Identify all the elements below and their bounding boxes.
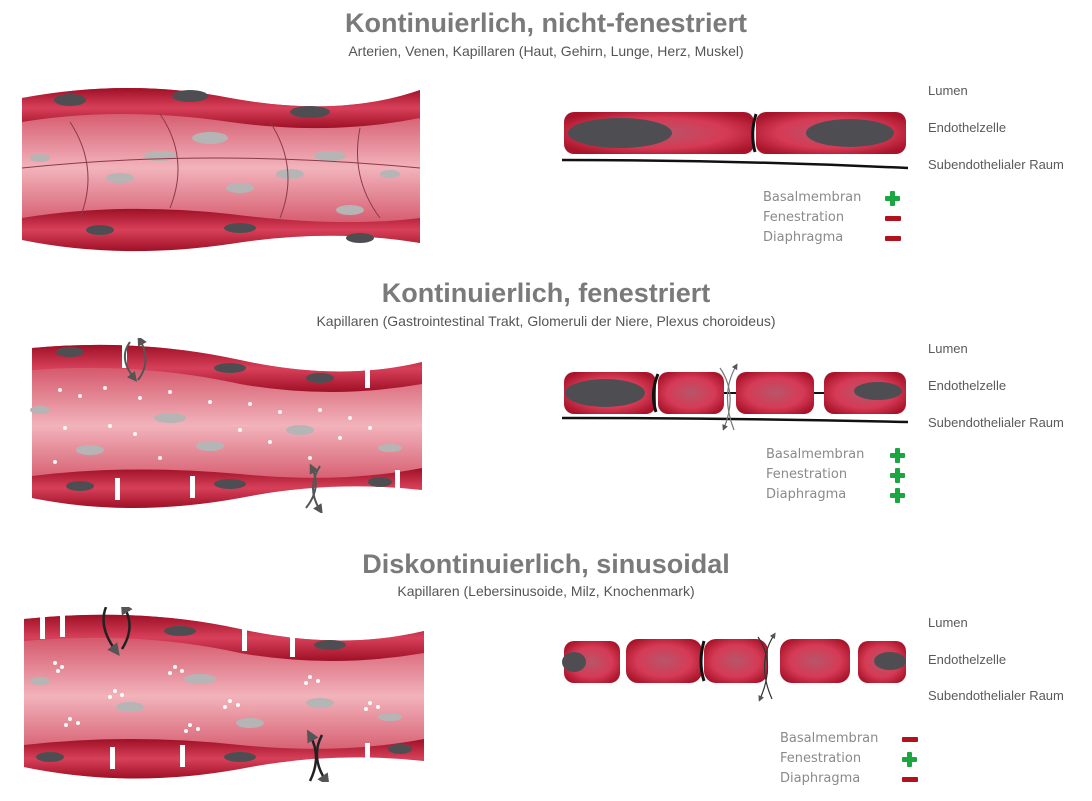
legend-row-fenestration: Fenestration <box>780 749 900 769</box>
section-title: Diskontinuierlich, sinusoidal <box>0 549 1092 580</box>
vessel-illustration <box>10 607 430 782</box>
minus-icon <box>902 732 916 746</box>
feature-legend: Basalmembran Fenestration Diaphragma <box>763 188 883 248</box>
section-title: Kontinuierlich, nicht-fenestriert <box>0 8 1092 39</box>
legend-row-diaphragm: Diaphragma <box>763 228 883 248</box>
minus-icon <box>885 231 899 245</box>
section-continuous-fenestrated: Kontinuierlich, fenestriert Kapillaren (… <box>0 270 1092 540</box>
section-discontinuous-sinusoidal: Diskontinuierlich, sinusoidal Kapillaren… <box>0 545 1092 801</box>
legend-row-fenestration: Fenestration <box>766 465 886 485</box>
legend-row-diaphragm: Diaphragma <box>766 485 886 505</box>
plus-icon <box>902 752 916 766</box>
legend-row-diaphragm: Diaphragma <box>780 769 900 789</box>
feature-legend: Basalmembran Fenestration Diaphragma <box>780 729 900 789</box>
plus-icon <box>885 191 899 205</box>
label-lumen: Lumen <box>928 615 968 630</box>
legend-row-basement-membrane: Basalmembran <box>763 188 883 208</box>
label-endothelial-cell: Endothelzelle <box>928 120 1006 135</box>
feature-legend: Basalmembran Fenestration Diaphragma <box>766 445 886 505</box>
cross-section-illustration <box>560 623 910 713</box>
cross-section-illustration <box>560 96 910 186</box>
section-subtitle: Kapillaren (Gastrointestinal Trakt, Glom… <box>0 313 1092 329</box>
section-title: Kontinuierlich, fenestriert <box>0 278 1092 309</box>
label-endothelial-cell: Endothelzelle <box>928 378 1006 393</box>
vessel-illustration <box>10 78 430 253</box>
legend-row-basement-membrane: Basalmembran <box>780 729 900 749</box>
minus-icon <box>902 772 916 786</box>
label-lumen: Lumen <box>928 83 968 98</box>
section-subtitle: Kapillaren (Lebersinusoide, Milz, Knoche… <box>0 583 1092 599</box>
label-endothelial-cell: Endothelzelle <box>928 652 1006 667</box>
label-subendothelial-space: Subendothelialer Raum <box>928 415 1064 430</box>
legend-row-basement-membrane: Basalmembran <box>766 445 886 465</box>
plus-icon <box>890 468 904 482</box>
minus-icon <box>885 211 899 225</box>
vessel-illustration <box>10 338 430 513</box>
legend-row-fenestration: Fenestration <box>763 208 883 228</box>
label-subendothelial-space: Subendothelialer Raum <box>928 157 1064 172</box>
cross-section-illustration <box>560 354 910 444</box>
label-subendothelial-space: Subendothelialer Raum <box>928 688 1064 703</box>
section-subtitle: Arterien, Venen, Kapillaren (Haut, Gehir… <box>0 43 1092 59</box>
plus-icon <box>890 488 904 502</box>
plus-icon <box>890 448 904 462</box>
label-lumen: Lumen <box>928 341 968 356</box>
section-continuous-nonfenestrated: Kontinuierlich, nicht-fenestriert Arteri… <box>0 0 1092 260</box>
